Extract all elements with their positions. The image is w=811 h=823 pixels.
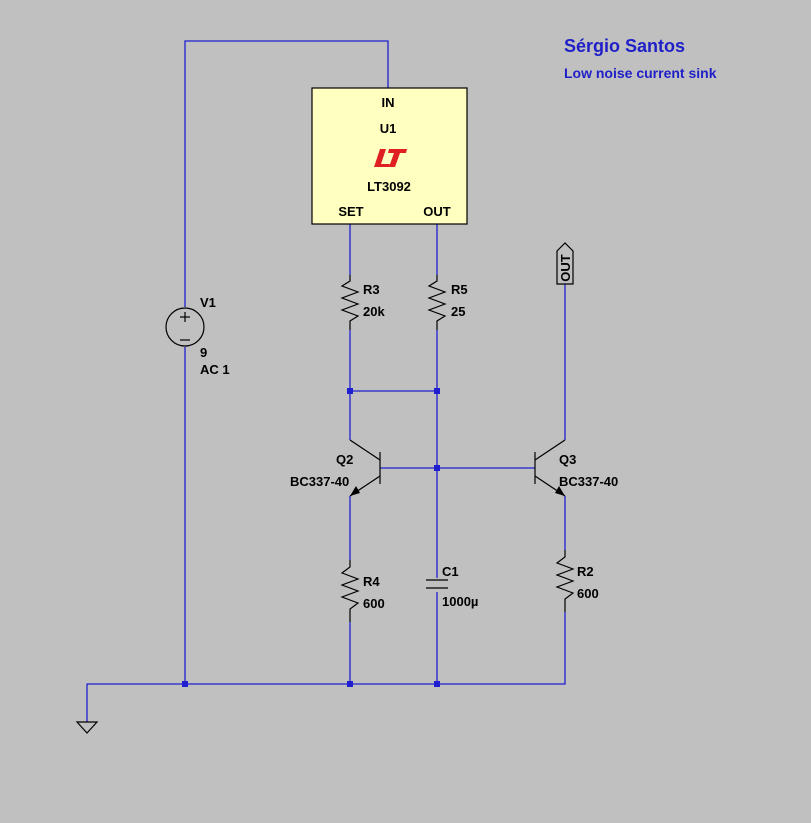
- wire-ground-bus: [86, 612, 566, 722]
- resistor-r4[interactable]: R4 600: [340, 560, 385, 622]
- r3-ref: R3: [363, 282, 380, 297]
- q2-part: BC337-40: [290, 474, 349, 489]
- pin-out-label: OUT: [423, 204, 451, 219]
- junction-dot: [182, 681, 188, 687]
- circuit-subtitle: Low noise current sink: [564, 65, 717, 81]
- port-label: OUT: [558, 254, 573, 282]
- junction-dot: [347, 681, 353, 687]
- resistor-r2[interactable]: R2 600: [555, 550, 599, 612]
- regulator-body: [311, 87, 468, 225]
- r4-ref: R4: [363, 574, 380, 589]
- junction-dot: [434, 465, 440, 471]
- resistor-zigzag: [427, 275, 447, 330]
- regulator-part: LT3092: [367, 179, 411, 194]
- regulator-ref: U1: [380, 121, 397, 136]
- r3-value: 20k: [363, 304, 385, 319]
- resistor-r3[interactable]: R3 20k: [340, 275, 385, 330]
- source-ac: AC 1: [200, 362, 230, 377]
- regulator-u1[interactable]: IN U1 LT3092 SET OUT: [311, 87, 468, 225]
- resistor-zigzag: [340, 275, 360, 330]
- r4-value: 600: [363, 596, 385, 611]
- q3-emitter-arrow: [555, 486, 565, 496]
- resistor-zigzag: [340, 560, 360, 622]
- lt-logo-icon: [374, 149, 407, 167]
- resistor-r5[interactable]: R5 25: [427, 275, 468, 330]
- q3-part: BC337-40: [559, 474, 618, 489]
- q3-ref: Q3: [559, 452, 576, 467]
- transistor-q3[interactable]: Q3 BC337-40: [534, 439, 618, 497]
- r2-ref: R2: [577, 564, 594, 579]
- resistor-zigzag: [555, 550, 575, 612]
- q2-ref: Q2: [336, 452, 353, 467]
- junction-dot: [434, 388, 440, 394]
- junction-dot: [347, 388, 353, 394]
- junction-dot: [434, 681, 440, 687]
- r5-ref: R5: [451, 282, 468, 297]
- r5-value: 25: [451, 304, 465, 319]
- c1-ref: C1: [442, 564, 459, 579]
- output-port[interactable]: OUT: [556, 242, 574, 285]
- q2-collector: [349, 439, 381, 461]
- junctions: [182, 388, 440, 687]
- source-value: 9: [200, 345, 207, 360]
- ground-symbol: [75, 721, 99, 734]
- pin-in-label: IN: [382, 95, 395, 110]
- wire-vin-top: [184, 40, 389, 307]
- q3-collector: [534, 439, 566, 461]
- pin-set-label: SET: [338, 204, 363, 219]
- author-title: Sérgio Santos: [564, 36, 685, 56]
- capacitor-c1[interactable]: C1 1000µ: [426, 564, 478, 609]
- c1-value: 1000µ: [442, 594, 478, 609]
- port-flag: [556, 242, 574, 285]
- q2-emitter-arrow: [350, 486, 360, 496]
- wires: [86, 40, 566, 722]
- voltage-source-v1[interactable]: V1 9 AC 1: [165, 295, 230, 377]
- source-circle: [165, 307, 205, 347]
- r2-value: 600: [577, 586, 599, 601]
- source-ref: V1: [200, 295, 216, 310]
- transistor-q2[interactable]: Q2 BC337-40: [290, 439, 381, 497]
